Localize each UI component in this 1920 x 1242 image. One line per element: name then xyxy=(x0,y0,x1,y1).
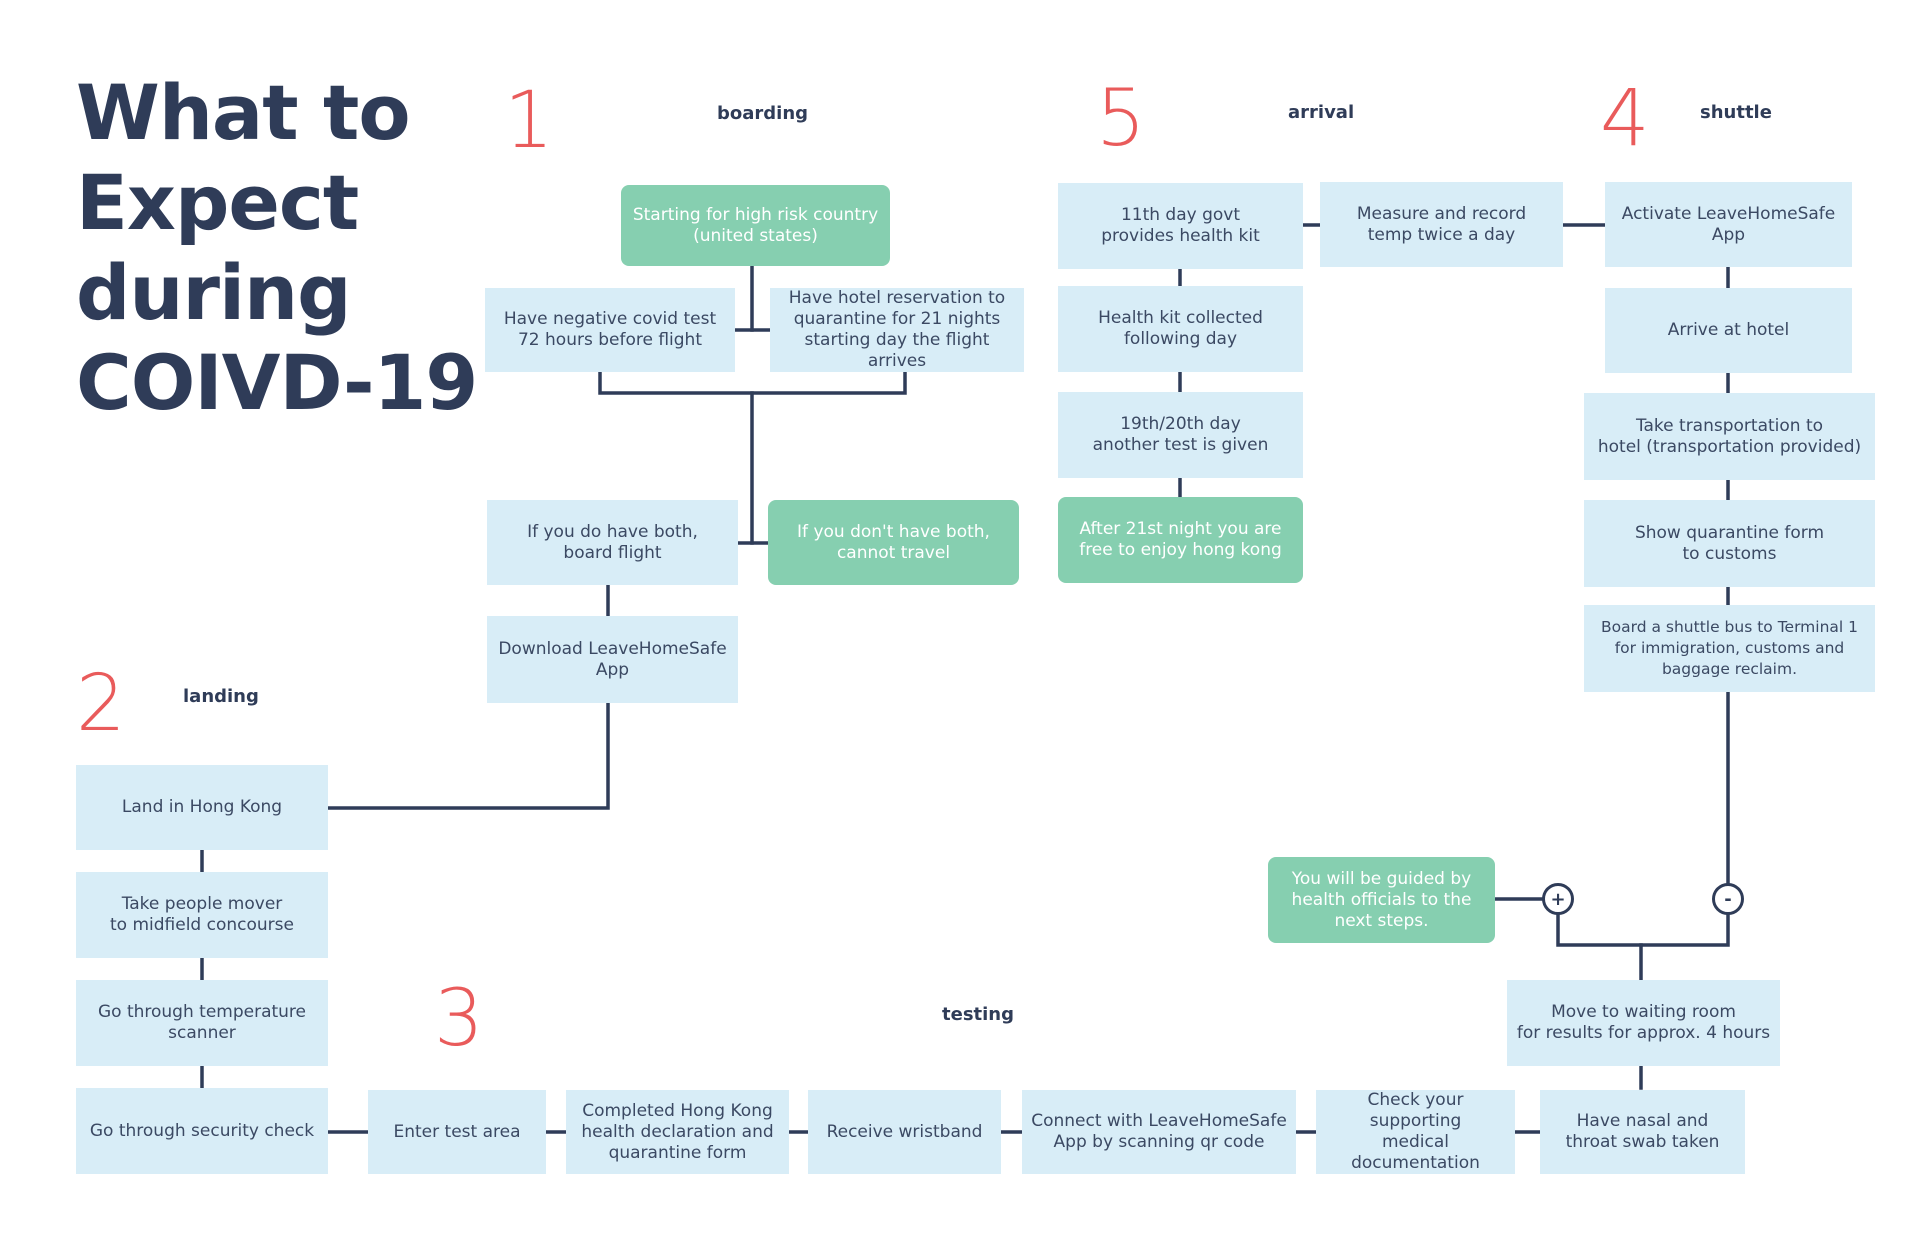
node-completed-declaration: Completed Hong Kong health declaration a… xyxy=(566,1090,789,1174)
negative-result-marker: - xyxy=(1712,883,1744,915)
node-security-check: Go through security check xyxy=(76,1088,328,1174)
node-check-docs: Check your supporting medical documentat… xyxy=(1316,1090,1515,1174)
connector xyxy=(1639,913,1730,982)
node-take-transport: Take transportation to hotel (transporta… xyxy=(1584,393,1875,480)
node-waiting-room: Move to waiting room for results for app… xyxy=(1507,980,1780,1066)
node-activate-app: Activate LeaveHomeSafe App xyxy=(1605,182,1852,267)
node-show-form: Show quarantine form to customs xyxy=(1584,500,1875,587)
node-measure-temp: Measure and record temp twice a day xyxy=(1320,182,1563,267)
section-label-testing: testing xyxy=(942,1004,1014,1025)
node-guided: You will be guided by health officials t… xyxy=(1268,857,1495,943)
node-connect-app: Connect with LeaveHomeSafe App by scanni… xyxy=(1022,1090,1296,1174)
section-number-arrival: 5 xyxy=(1096,74,1146,164)
node-health-kit: 11th day govt provides health kit xyxy=(1058,183,1303,269)
node-receive-wristband: Receive wristband xyxy=(808,1090,1001,1174)
node-enter-test-area: Enter test area xyxy=(368,1090,546,1174)
node-dont-have-both: If you don't have both, cannot travel xyxy=(768,500,1019,585)
node-swab: Have nasal and throat swab taken xyxy=(1540,1090,1745,1174)
node-kit-collected: Health kit collected following day xyxy=(1058,286,1303,372)
node-start-high-risk: Starting for high risk country (united s… xyxy=(621,185,890,266)
section-number-boarding: 1 xyxy=(504,76,554,166)
connector xyxy=(598,370,907,395)
node-download-app: Download LeaveHomeSafe App xyxy=(487,616,738,703)
section-number-landing: 2 xyxy=(76,659,126,749)
connector xyxy=(326,701,610,810)
section-label-boarding: boarding xyxy=(717,103,809,124)
node-temp-scanner: Go through temperature scanner xyxy=(76,980,328,1066)
node-board-shuttle: Board a shuttle bus to Terminal 1 for im… xyxy=(1584,605,1875,692)
node-land-hk: Land in Hong Kong xyxy=(76,765,328,850)
node-hotel-reservation: Have hotel reservation to quarantine for… xyxy=(770,288,1024,372)
section-number-shuttle: 4 xyxy=(1600,74,1650,164)
node-negative-test: Have negative covid test 72 hours before… xyxy=(485,288,735,372)
section-label-landing: landing xyxy=(183,686,259,707)
node-people-mover: Take people mover to midfield concourse xyxy=(76,872,328,958)
section-number-testing: 3 xyxy=(434,974,484,1064)
section-label-shuttle: shuttle xyxy=(1700,102,1772,123)
connector xyxy=(1556,913,1643,947)
page-title: What to Expect during COIVD-19 xyxy=(76,68,478,427)
positive-result-marker: + xyxy=(1542,883,1574,915)
node-day19-test: 19th/20th day another test is given xyxy=(1058,392,1303,478)
section-label-arrival: arrival xyxy=(1288,102,1355,123)
node-have-both: If you do have both, board flight xyxy=(487,500,738,585)
node-arrive-hotel: Arrive at hotel xyxy=(1605,288,1852,373)
node-after-21: After 21st night you are free to enjoy h… xyxy=(1058,497,1303,583)
